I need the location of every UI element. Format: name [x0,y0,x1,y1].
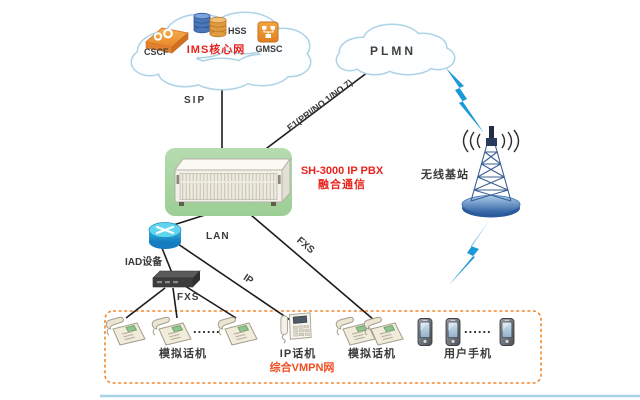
vmpn-zone-border [104,310,542,384]
hss-label: HSS [228,26,247,36]
pbx-title: SH-3000 IP PBX [300,165,384,177]
analog-ellipsis: ...... [193,321,221,336]
lan-label: LAN [206,231,230,242]
ims-cloud [130,11,312,91]
cscf-label: CSCF [144,47,169,57]
ip-phone-label: IP话机 [279,348,317,360]
fxs-trunk-line [250,214,375,321]
iad-phone3-line [184,285,237,319]
ip-line [177,243,297,325]
sip-link-label: SIP [184,95,207,106]
lightning-bolt-upper [446,68,484,133]
mobile-phone-icon [417,318,433,346]
base-station-label: 无线基站 [421,169,469,181]
pbx-subtitle: 融合通信 [318,179,366,191]
lan-router-icon [148,222,182,249]
iad-phone1-line [125,287,166,319]
lightning-bolt-lower [449,221,489,285]
gmsc-icon [257,21,279,43]
hss-icon [193,12,227,38]
base-station-icon [461,126,521,218]
analog-phones-2-label: 模拟话机 [348,348,396,360]
analog-phones-1-label: 模拟话机 [159,348,207,360]
mobile-phone-icon [499,318,515,346]
analog-phone-icon [105,316,146,346]
fxs-iad-label: FXS [177,292,200,303]
iad-device-icon [152,270,201,288]
router-iad-line [161,247,173,274]
iad-phone2-line [172,287,178,319]
vmpn-zone-label: 综合VMPN网 [269,362,335,374]
analog-phone-icon [151,316,192,346]
mobile-phone-icon [445,318,461,346]
pbx-server-icon [165,148,292,216]
mobile-ellipsis: ...... [464,321,492,336]
cscf-icon [144,27,190,54]
ip-phone-icon [280,312,312,344]
gmsc-label: GMSC [255,44,283,54]
iad-label: IAD设备 [125,257,163,268]
plmn-cloud-label: PLMN [370,44,416,58]
e1-line [262,68,373,152]
radio-waves-icon [462,129,520,153]
mobile-phones-label: 用户手机 [444,348,492,360]
analog-phone-icon [217,316,258,346]
ims-cloud-label: IMS核心网 [186,44,246,56]
